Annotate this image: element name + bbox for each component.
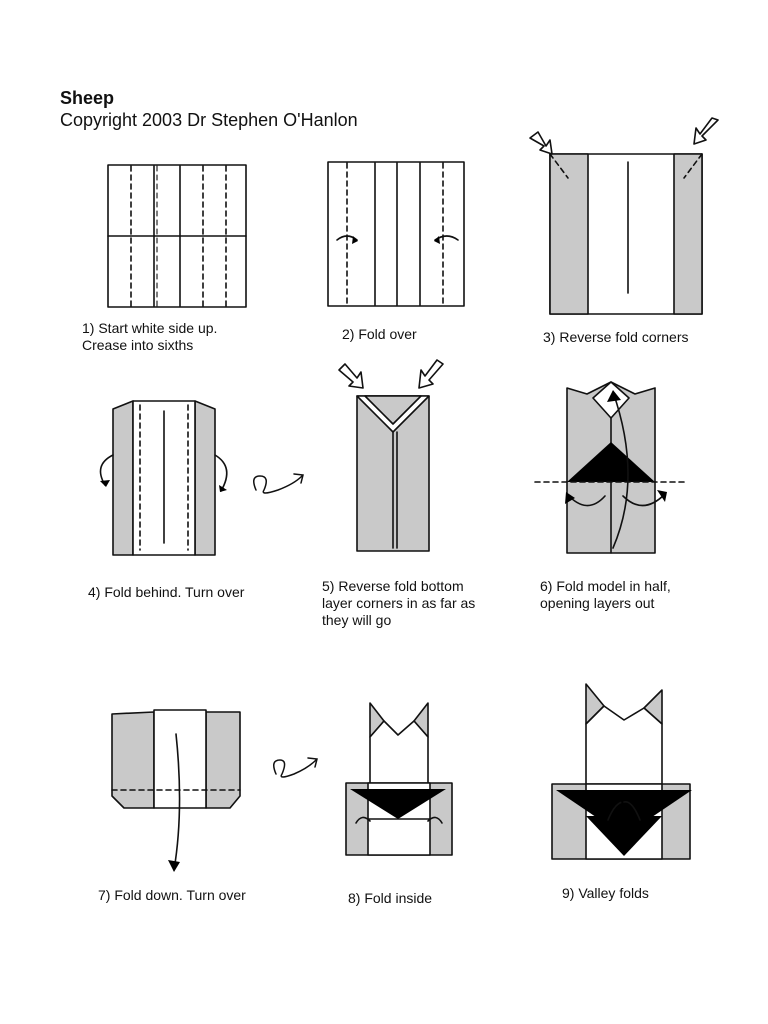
step-3-diagram: [529, 117, 719, 315]
step-1-caption: 1) Start white side up. Crease into sixt…: [82, 320, 218, 353]
step-9-caption: 9) Valley folds: [562, 885, 649, 901]
push-arrow-icon: [418, 359, 444, 389]
copyright-line: Copyright 2003 Dr Stephen O'Hanlon: [60, 110, 358, 130]
step-8-caption: 8) Fold inside: [348, 890, 433, 906]
step-1-diagram: [107, 164, 247, 308]
step-5-diagram: [338, 359, 444, 552]
turn-over-icon: [273, 757, 318, 778]
push-arrow-icon: [529, 131, 553, 155]
step-9-diagram: [551, 683, 692, 860]
step-6-caption: 6) Fold model in half, opening layers ou…: [540, 578, 671, 611]
step-5-caption: 5) Reverse fold bottom layer corners in …: [322, 578, 476, 628]
step-4-caption: 4) Fold behind. Turn over: [88, 584, 245, 600]
push-arrow-icon: [338, 363, 364, 389]
step-7-diagram: [111, 709, 241, 872]
step-7-caption: 7) Fold down. Turn over: [98, 887, 246, 903]
step-2-caption: 2) Fold over: [342, 326, 417, 342]
step-6-diagram: [534, 381, 686, 554]
step-8-diagram: [345, 702, 453, 856]
page-title: Sheep: [60, 88, 115, 108]
turn-over-icon: [253, 473, 304, 494]
step-4-diagram: [99, 400, 228, 556]
step-3-caption: 3) Reverse fold corners: [543, 329, 689, 345]
push-arrow-icon: [693, 117, 719, 145]
step-2-diagram: [327, 161, 465, 307]
